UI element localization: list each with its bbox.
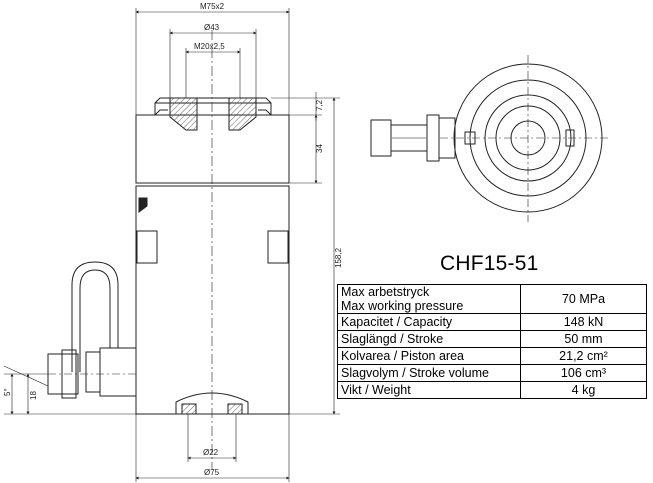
bottom-port <box>175 392 249 414</box>
spec-value: 50 mm <box>520 330 647 348</box>
coupler-body <box>99 347 137 397</box>
dim-top-thread: M75x2 <box>200 2 225 11</box>
top-view-coupler <box>370 119 392 157</box>
spec-value: 21,2 cm² <box>520 347 647 365</box>
spec-value: 106 cm³ <box>520 364 647 382</box>
spec-label: Kapacitet / Capacity <box>337 313 521 331</box>
threaded-collar <box>135 114 290 184</box>
dim-overall-height: 158,2 <box>334 247 343 268</box>
coupler-assembly <box>47 261 137 399</box>
spec-row: Kapacitet / Capacity 148 kN <box>337 313 647 331</box>
spec-label: Vikt / Weight <box>337 381 521 399</box>
dim-collar-height: 34 <box>315 144 324 153</box>
cylinder-body <box>135 185 290 415</box>
spec-table: Max arbetstryck Max working pressure 70 … <box>337 284 647 399</box>
spec-label: Slaglängd / Stroke <box>337 330 521 348</box>
dim-coupler-height: 18 <box>29 391 38 400</box>
spec-value: 148 kN <box>520 313 647 331</box>
spec-label-line: Max working pressure <box>341 299 464 313</box>
dim-bore-thread: M20x2,5 <box>194 42 225 51</box>
spec-value: 4 kg <box>520 381 647 399</box>
spec-label: Slagvolym / Stroke volume <box>337 364 521 382</box>
spec-label-line: Max arbetstryck <box>341 285 430 299</box>
front-view <box>135 30 290 470</box>
model-title: CHF15-51 <box>440 252 539 275</box>
dim-coupler-angle: 5° <box>3 388 12 396</box>
top-view <box>370 55 610 222</box>
dim-body-diameter: Ø75 <box>204 468 220 477</box>
spec-row: Kolvarea / Piston area 21,2 cm² <box>337 347 647 365</box>
dim-bore-outer: Ø43 <box>204 23 220 32</box>
spec-label: Max arbetstryck Max working pressure <box>337 284 521 314</box>
dim-saddle-height: 7,2 <box>315 99 324 111</box>
spec-row: Max arbetstryck Max working pressure 70 … <box>337 284 647 314</box>
dust-cap-chain <box>71 261 119 372</box>
spec-row: Vikt / Weight 4 kg <box>337 381 647 399</box>
logo-mark <box>138 197 148 213</box>
piston-saddle <box>154 97 272 115</box>
spec-value: 70 MPa <box>520 284 647 314</box>
spec-row: Slaglängd / Stroke 50 mm <box>337 330 647 348</box>
dim-bottom-hole: Ø22 <box>203 448 219 457</box>
spec-row: Slagvolym / Stroke volume 106 cm³ <box>337 364 647 382</box>
spec-label: Kolvarea / Piston area <box>337 347 521 365</box>
